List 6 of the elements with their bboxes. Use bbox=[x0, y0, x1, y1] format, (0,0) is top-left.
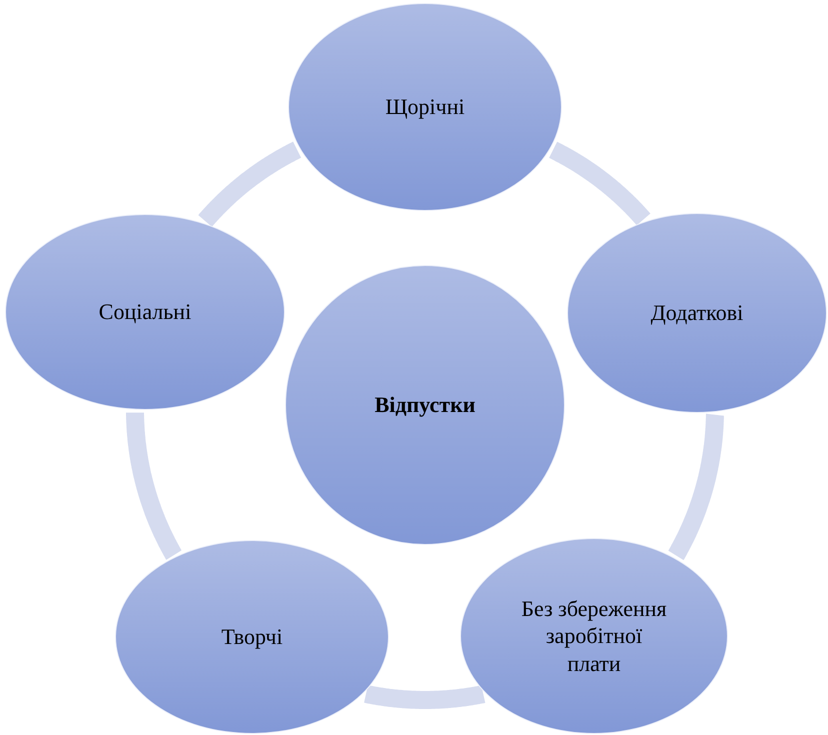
node-label: Щорічні bbox=[385, 93, 465, 121]
node-label: Творчі bbox=[221, 623, 283, 651]
node-label: Без збереження заробітної плати bbox=[520, 594, 668, 678]
node-label: Соціальні bbox=[98, 298, 192, 326]
node-label: Додаткові bbox=[650, 299, 744, 327]
node-label: Відпустки bbox=[374, 391, 476, 419]
